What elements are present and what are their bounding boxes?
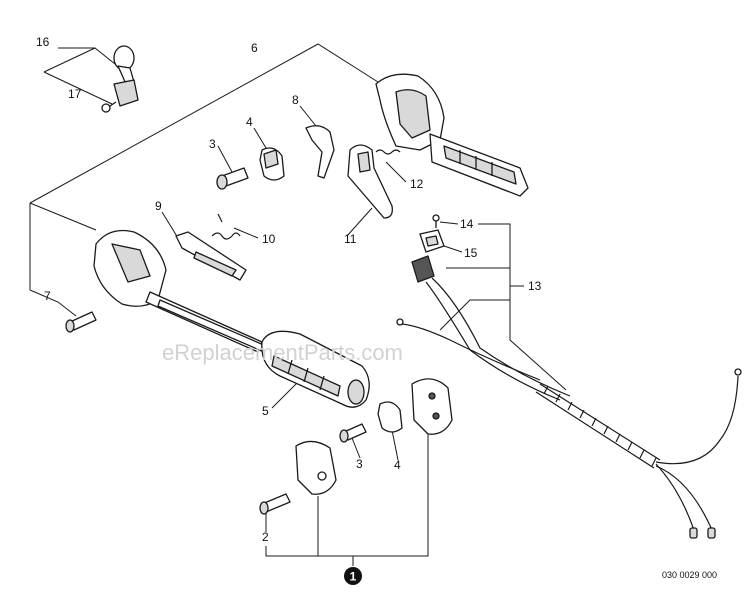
- callout-10: 10: [262, 232, 276, 246]
- bolt-upper-part-3: [216, 167, 249, 190]
- bolt-part-7: [65, 311, 97, 333]
- torsion-spring-part-10: [211, 213, 241, 240]
- callout-9: 9: [155, 199, 162, 213]
- coil-sheath: [543, 385, 657, 467]
- clamp-lower-part-4: [377, 401, 403, 433]
- throttle-rod-part-9: [175, 231, 247, 281]
- diagram-code: 030 0029 000: [662, 570, 717, 580]
- screw-part-14: [432, 214, 440, 228]
- callout-7: 7: [44, 289, 51, 303]
- front-housing-shaft: [93, 229, 267, 353]
- hanger-ring-part-16: [113, 45, 139, 107]
- callout-16: 16: [36, 35, 50, 49]
- callout-4-upper: 4: [246, 115, 253, 129]
- callout-17: 17: [68, 87, 82, 101]
- callout-6: 6: [251, 41, 258, 55]
- grip-cap: [295, 440, 337, 495]
- watermark: eReplacementParts.com: [162, 340, 403, 365]
- callouts: 16 17 6 8 4 3 12 9 10 11 14 15 13 7 5 3 …: [36, 35, 542, 544]
- callout-1: 1: [350, 570, 357, 584]
- callout-11: 11: [344, 232, 357, 246]
- callout-13: 13: [528, 279, 542, 293]
- screw-part-17: [101, 101, 117, 113]
- grip-part-5: [261, 330, 370, 408]
- switch-plate: [411, 378, 453, 435]
- clamp-upper-part-4: [259, 147, 285, 181]
- spring-part-12: [375, 149, 401, 155]
- leader-lines: [29, 43, 567, 566]
- callout-12: 12: [410, 177, 424, 191]
- bolt-lower-part-3: [339, 423, 367, 443]
- cable-harness-part-13: [396, 255, 742, 539]
- screw-part-2: [259, 493, 291, 515]
- lockout-lever-part-8: [305, 125, 335, 179]
- rear-handle-part-6: [375, 73, 529, 197]
- callout-15: 15: [464, 246, 478, 260]
- callout-3-upper: 3: [209, 137, 216, 151]
- callout-5: 5: [262, 404, 269, 418]
- callout-8: 8: [292, 93, 299, 107]
- switch-cover-part-15: [419, 229, 445, 253]
- callout-2: 2: [262, 530, 269, 544]
- callout-14: 14: [460, 217, 474, 231]
- callout-4-lower: 4: [394, 458, 401, 472]
- callout-1-badge: 1: [344, 567, 362, 585]
- throttle-trigger-part-11: [347, 144, 393, 219]
- callout-3-lower: 3: [356, 457, 363, 471]
